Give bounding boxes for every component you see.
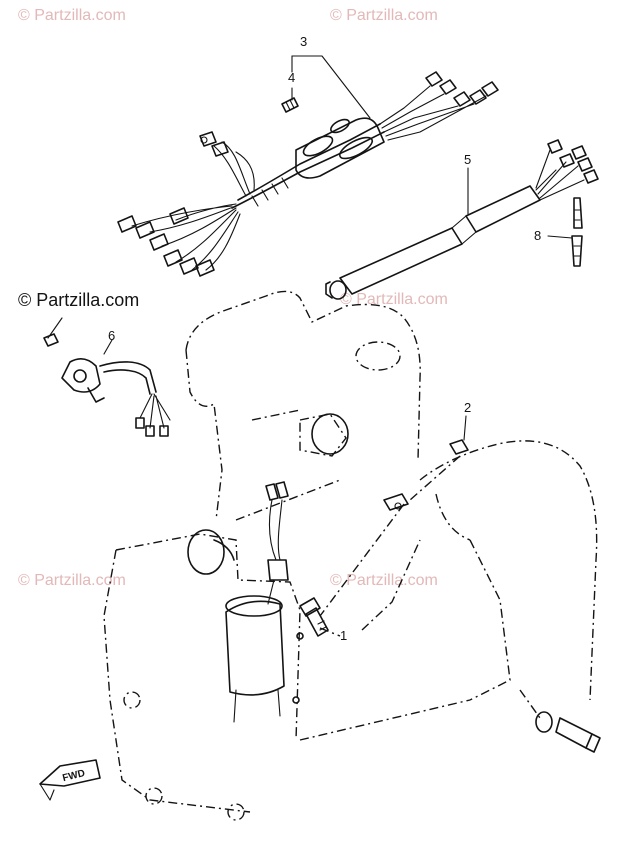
- switch-lead: [265, 481, 289, 605]
- watermark-lower-right: © Partzilla.com: [330, 572, 438, 589]
- harness-5-connectors: [547, 139, 599, 184]
- wire-harness-main: [117, 71, 499, 277]
- callout-3: 3: [300, 34, 307, 49]
- leader-lines: [47, 55, 573, 719]
- watermark-mid-right: © Partzilla.com: [340, 291, 448, 308]
- watermark-lower-left: © Partzilla.com: [18, 572, 126, 589]
- callout-5: 5: [464, 152, 471, 167]
- watermark-top-left: © Partzilla.com: [18, 7, 126, 24]
- watermark-main: © Partzilla.com: [18, 290, 139, 310]
- trim-tilt-unit: [103, 529, 304, 821]
- watermark-top-right: © Partzilla.com: [330, 7, 438, 24]
- pin-item-8: [571, 197, 583, 267]
- callout-1: 1: [340, 628, 347, 643]
- bolt-lower-right: [535, 711, 601, 753]
- fwd-direction-tag: FWD: [39, 759, 101, 801]
- harness-lower-left-connectors: [117, 207, 215, 277]
- callout-6: 6: [108, 328, 115, 343]
- bolt-item-1: [299, 597, 329, 637]
- connector-item-4: [281, 97, 299, 113]
- callout-4: 4: [288, 70, 295, 85]
- watermarks: © Partzilla.com © Partzilla.com © Partzi…: [18, 7, 448, 589]
- harness-top-right-connectors: [425, 71, 499, 107]
- callout-labels: 3 4 5 8 6 2 1: [108, 34, 541, 643]
- nut-item-2: [383, 439, 469, 511]
- harness-upper-left-connectors: [199, 131, 229, 157]
- callout-8: 8: [534, 228, 541, 243]
- fwd-label: FWD: [61, 768, 86, 784]
- callout-2: 2: [464, 400, 471, 415]
- sensor-item-6: [43, 333, 171, 437]
- wire-harness-sheathed: [325, 139, 599, 300]
- bracket-assembly: [185, 290, 598, 741]
